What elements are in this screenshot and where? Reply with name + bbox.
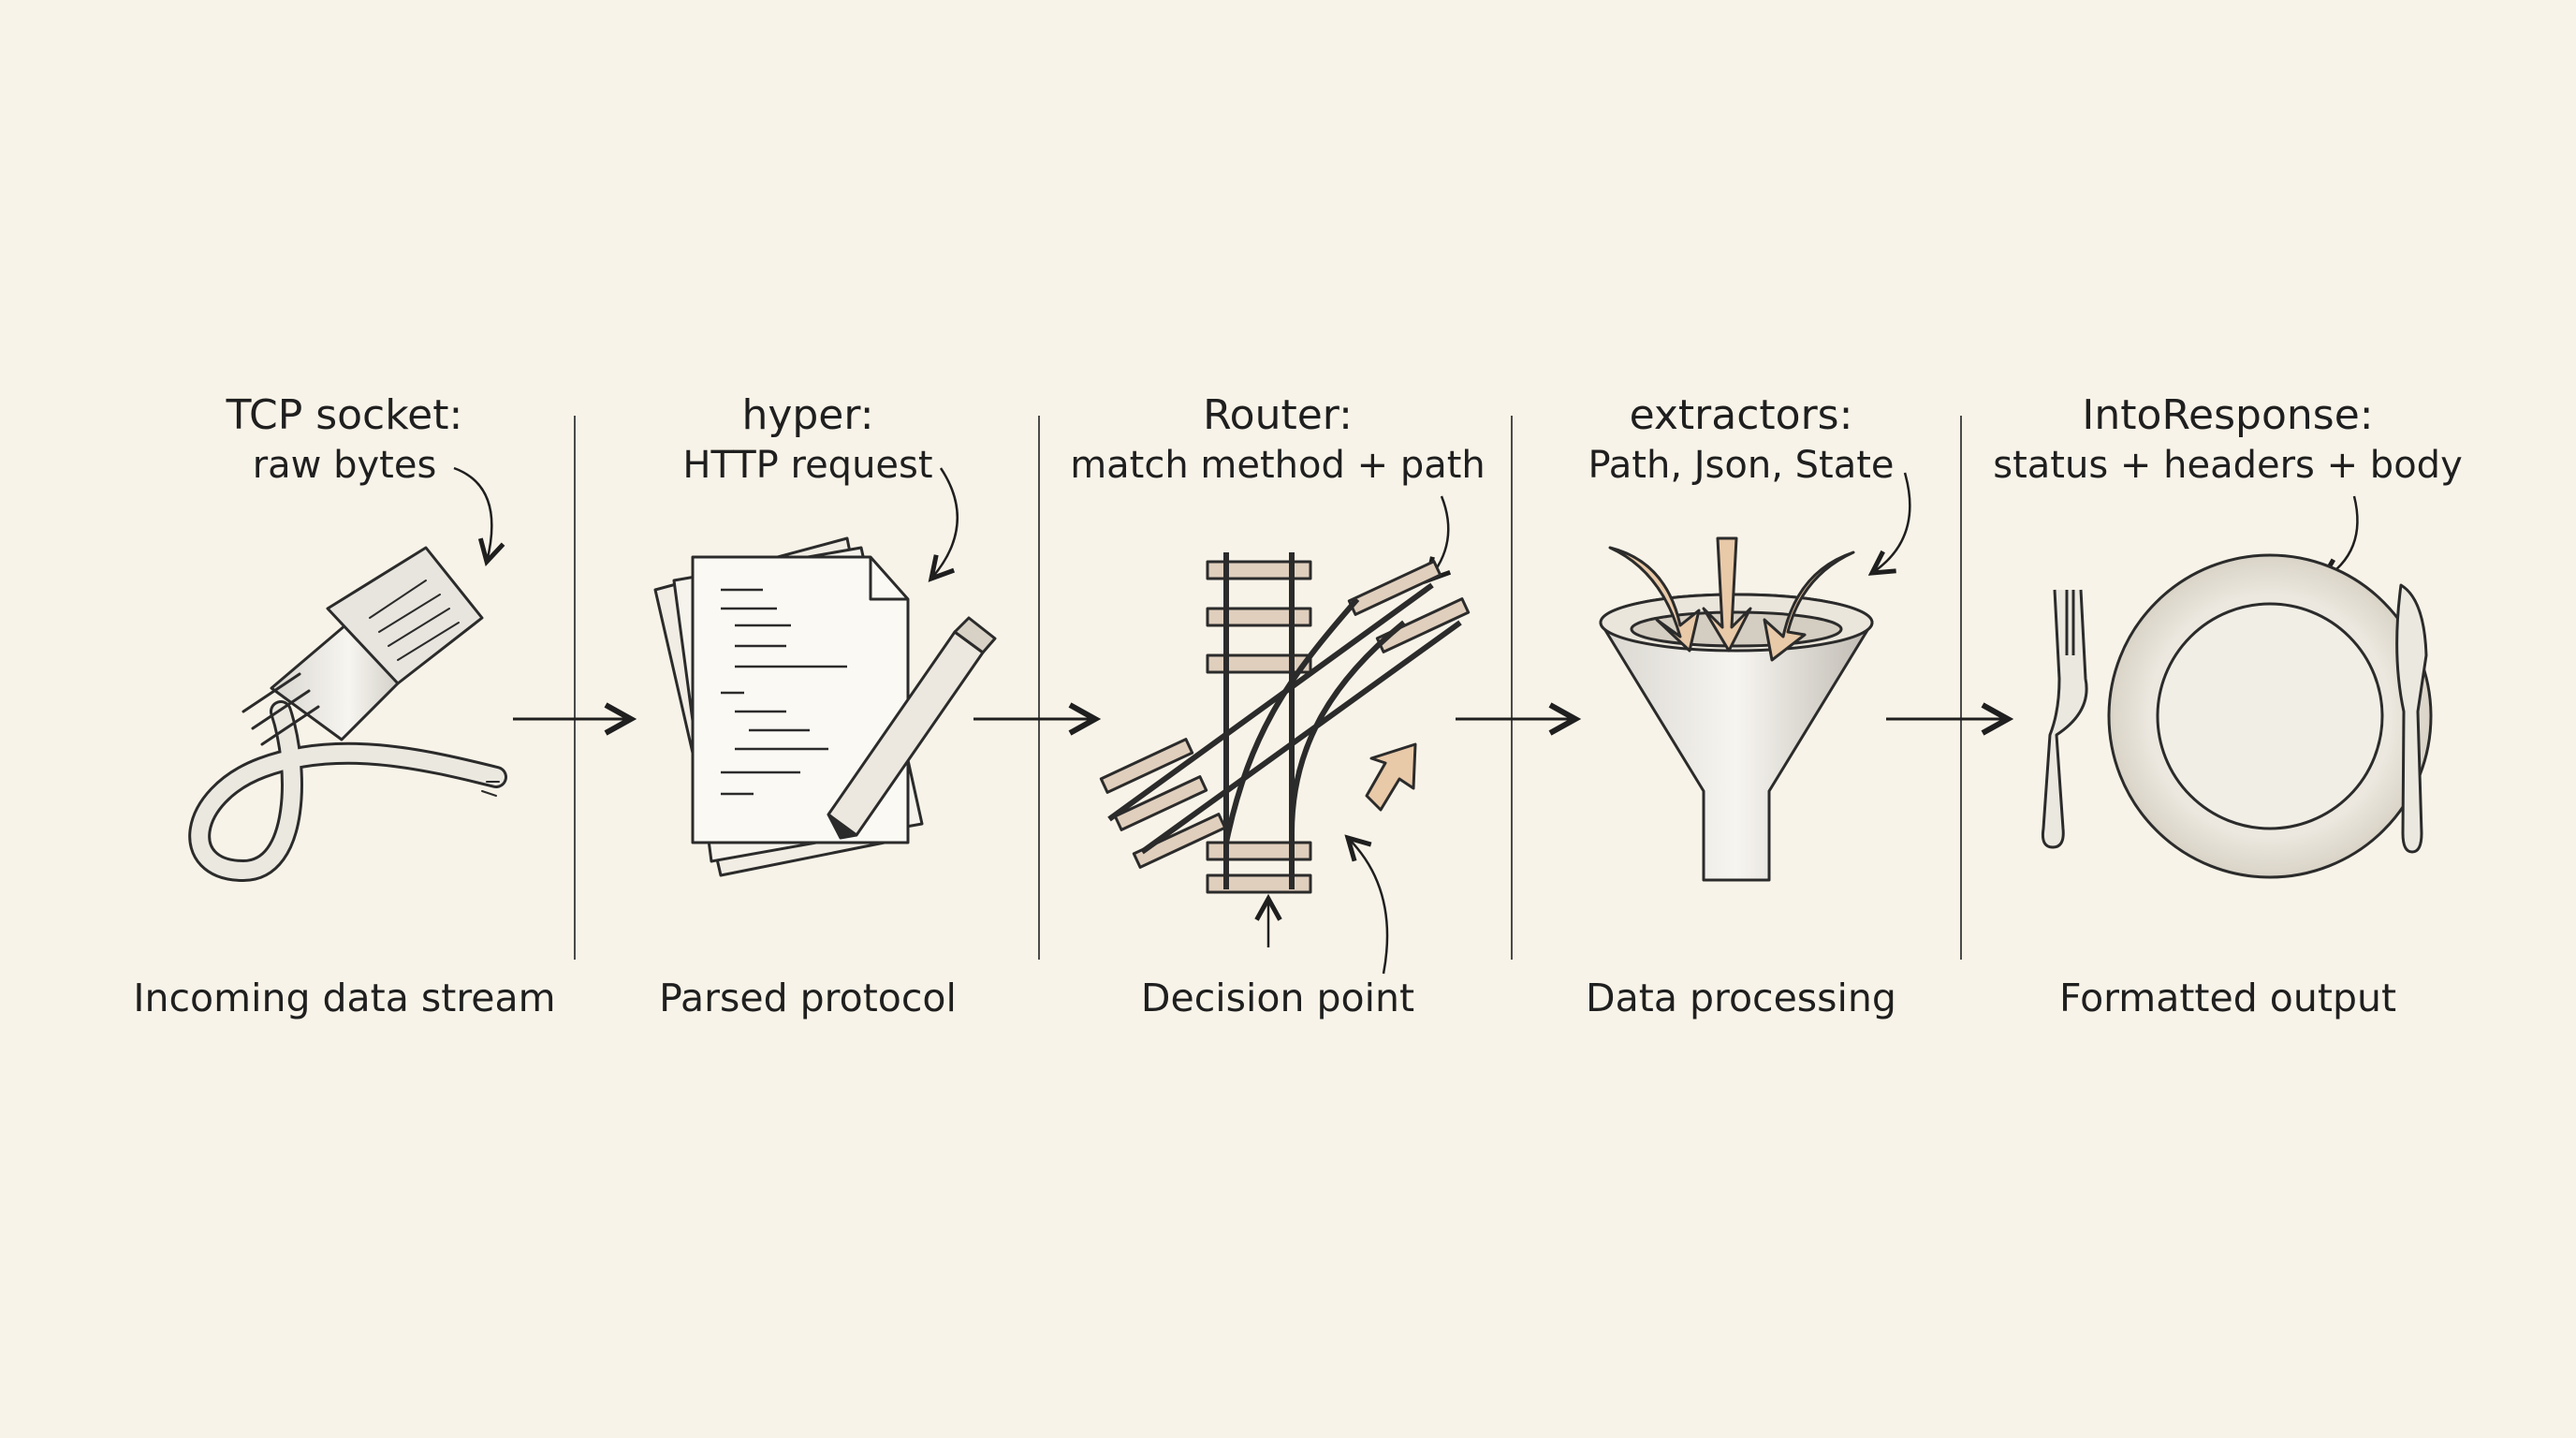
stage-title-tcp-socket: TCP socket: [226,391,463,439]
funnel-icon [1599,536,1874,882]
stage-caption-extractors: Data processing [1586,976,1896,1020]
railway-switch-icon [1099,552,1471,894]
plate-fork-knife-icon [2042,553,2433,879]
stage-caption-tcp-socket: Incoming data stream [133,976,556,1020]
stage-title-router: Router: [1203,391,1353,439]
stage-title-intoresponse: IntoResponse: [2082,391,2374,439]
stage-subtitle-extractors: Path, Json, State [1588,444,1895,487]
stage-caption-hyper: Parsed protocol [659,976,957,1020]
ethernet-cable-icon [188,546,507,882]
document-pencil-icon [653,536,997,877]
stage-subtitle-intoresponse: status + headers + body [1993,444,2463,487]
stage-caption-intoresponse: Formatted output [2058,976,2397,1020]
stage-title-hyper: hyper: [741,391,874,439]
stage-subtitle-router: match method + path [1070,444,1486,487]
stage-caption-router: Decision point [1140,976,1415,1020]
code-lines-icon [721,588,847,796]
stage-dividers [574,416,1962,960]
stage-subtitle-hyper: HTTP request [682,444,933,487]
stage-subtitle-tcp-socket: raw bytes [252,444,437,487]
stage-title-extractors: extractors: [1629,391,1853,439]
